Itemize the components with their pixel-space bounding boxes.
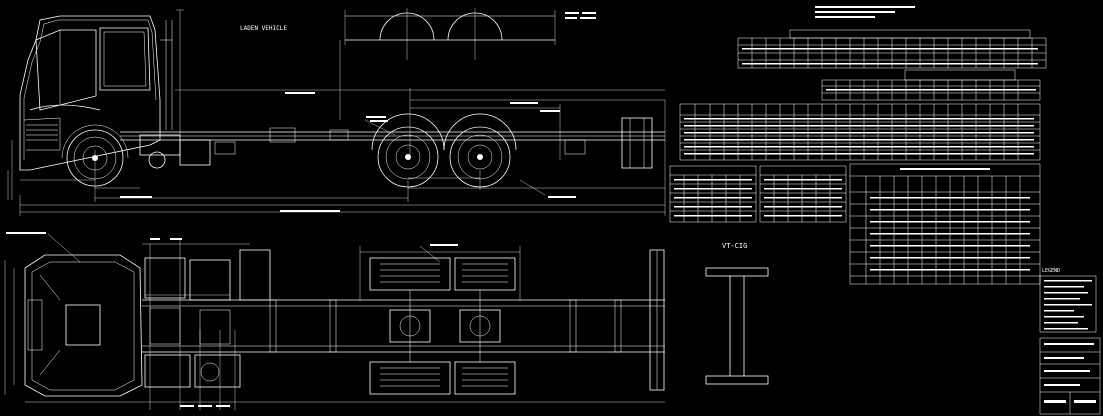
spec-table-main — [679, 103, 1041, 161]
rear-wheels — [371, 113, 517, 188]
legend-block: LEGEND — [1039, 268, 1097, 333]
plan-dimensions — [4, 232, 665, 410]
plan-cab — [24, 254, 143, 397]
front-wheel — [61, 124, 129, 187]
truck-plan-view — [4, 232, 665, 410]
axle-section-detail: VT-CIG — [705, 242, 769, 385]
chassis-frame — [120, 117, 665, 169]
truck-cab — [19, 15, 173, 171]
spec-tables — [669, 6, 1047, 285]
spec-table-middle — [821, 69, 1041, 101]
title-block — [1039, 337, 1101, 415]
spec-table-right — [849, 163, 1041, 285]
truck-side-view: LADEN VEHICLE — [7, 9, 666, 216]
spec-table-top — [737, 29, 1047, 69]
side-view-dimensions — [7, 9, 666, 216]
spec-table-small-left — [669, 165, 757, 223]
legend-title: LEGEND — [1042, 268, 1060, 274]
plan-frame — [142, 249, 665, 391]
plan-rear-axles — [359, 244, 521, 395]
axle-view-label: VT-CIG — [722, 242, 747, 250]
side-view-label: LADEN VEHICLE — [240, 25, 287, 32]
plan-components — [144, 249, 271, 388]
spec-table-title — [815, 6, 915, 18]
spec-table-small-mid — [759, 165, 847, 223]
rear-axle-profile — [344, 8, 596, 60]
